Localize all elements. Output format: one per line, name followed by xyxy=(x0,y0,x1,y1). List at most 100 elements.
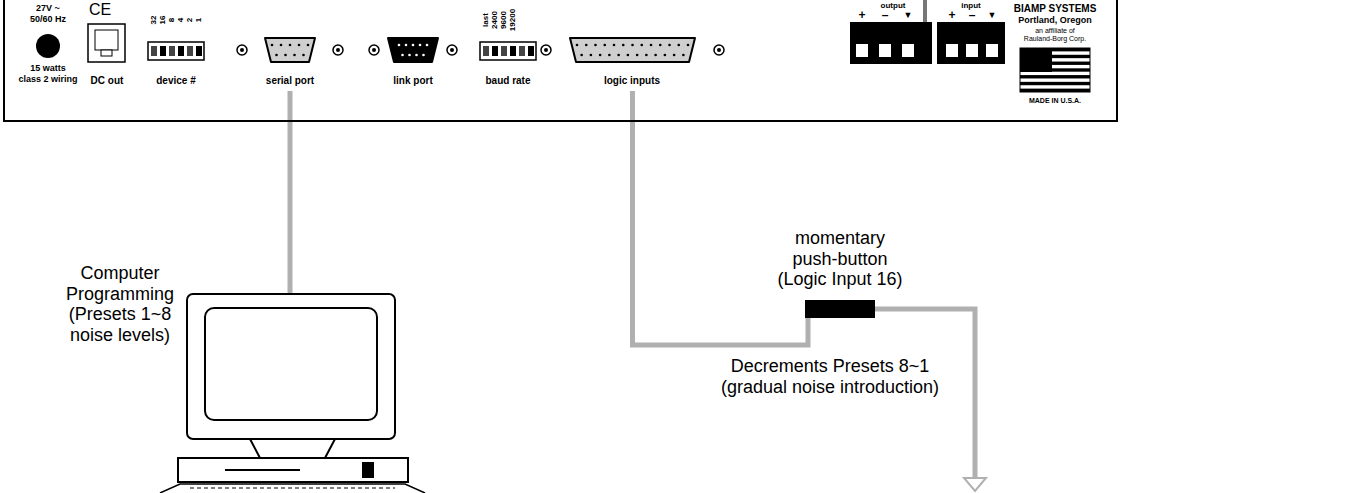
serial-port-shape xyxy=(250,35,330,91)
dsub-shell xyxy=(388,38,438,62)
panel-label: ▼ xyxy=(988,10,997,20)
panel-label: 27V ~ xyxy=(36,3,60,13)
dip-lever xyxy=(483,46,489,56)
panel-label: 9600 xyxy=(499,11,508,29)
dip-lever xyxy=(196,46,202,56)
pin xyxy=(576,44,579,47)
link-port xyxy=(388,38,438,62)
pin xyxy=(650,44,653,47)
dip-lever xyxy=(510,46,516,56)
output-terminal xyxy=(850,22,932,64)
flag-stripe xyxy=(1020,89,1090,92)
pin xyxy=(275,54,278,57)
pin xyxy=(401,54,404,57)
pin xyxy=(603,44,606,47)
panel-label: + xyxy=(858,9,865,23)
push-button: momentary push-button (Logic Input 16) xyxy=(760,220,920,318)
node-text: an affiliate of xyxy=(1035,27,1075,35)
pin xyxy=(426,44,429,47)
pin xyxy=(594,44,597,47)
dip-lever xyxy=(519,46,525,56)
pin xyxy=(408,54,411,57)
rear-panel: BIAMP SYSTEMSPortland, Oregonan affiliat… xyxy=(3,0,1118,122)
cable xyxy=(288,91,293,293)
system-unit xyxy=(178,458,408,482)
panel-label: CE xyxy=(89,1,111,19)
power-socket xyxy=(36,34,60,58)
dip-lever xyxy=(178,46,184,56)
pin xyxy=(422,54,425,57)
pin xyxy=(636,54,639,57)
screw xyxy=(369,45,379,55)
pin xyxy=(640,44,643,47)
pin xyxy=(293,54,296,57)
node-text: MADE IN U.S.A. xyxy=(1029,97,1081,105)
pin xyxy=(682,54,685,57)
dip-lever xyxy=(501,46,507,56)
screen xyxy=(205,308,377,420)
dsub-shell xyxy=(570,38,695,62)
pin xyxy=(419,44,422,47)
flag-stripe xyxy=(1020,82,1090,85)
node-text: logic inputs xyxy=(604,75,660,87)
pin xyxy=(298,44,301,47)
flag-canton xyxy=(1020,48,1052,72)
panel-label: 16 xyxy=(158,16,167,25)
panel-label: device # xyxy=(156,75,195,87)
screw xyxy=(714,45,724,55)
pin xyxy=(677,44,680,47)
pin xyxy=(608,54,611,57)
panel-label: output xyxy=(881,1,906,10)
dip-body xyxy=(480,42,536,60)
terminal-screw xyxy=(902,44,914,57)
screw xyxy=(333,45,343,55)
panel-label: link port xyxy=(393,75,432,87)
rj-jack xyxy=(88,24,125,62)
cable xyxy=(633,91,809,345)
pin xyxy=(617,54,620,57)
screw xyxy=(237,45,247,55)
screw xyxy=(372,48,376,52)
dip-lever xyxy=(169,46,175,56)
node-text: serial port xyxy=(266,75,314,87)
drive-slot xyxy=(225,469,300,471)
panel-label: 8 xyxy=(167,18,176,22)
pin xyxy=(585,44,588,47)
output-wire xyxy=(923,0,927,22)
panel-label: 15 watts xyxy=(30,63,66,73)
pin xyxy=(687,44,690,47)
pin xyxy=(645,54,648,57)
panel-label: 1 xyxy=(194,18,203,22)
serial-port: serial port xyxy=(250,35,330,91)
pin xyxy=(664,54,667,57)
node-text: momentary push-button (Logic Input 16) xyxy=(770,228,910,290)
computer: Computer Programming (Presets 1~8 noise … xyxy=(150,293,435,493)
pin xyxy=(284,54,287,57)
pin xyxy=(627,54,630,57)
panel-label: – xyxy=(882,9,889,23)
rj-opening xyxy=(95,30,118,50)
computer-shape xyxy=(150,293,435,493)
pin xyxy=(412,44,415,47)
pin xyxy=(307,44,310,47)
keyboard-keys xyxy=(190,488,395,489)
pin xyxy=(673,54,676,57)
pin xyxy=(280,44,283,47)
screw xyxy=(447,45,457,55)
dip-switch xyxy=(480,42,536,60)
flag-field xyxy=(1020,48,1090,92)
panel-label: + xyxy=(948,9,955,23)
dip-body xyxy=(148,42,204,60)
pin xyxy=(599,54,602,57)
panel-label: last xyxy=(481,13,490,27)
panel-label: class 2 wiring xyxy=(18,74,77,84)
monitor-stand xyxy=(250,439,335,458)
screw xyxy=(240,48,244,52)
power-jack xyxy=(36,34,60,58)
screw xyxy=(336,48,340,52)
rj-latch xyxy=(101,50,112,56)
screw xyxy=(544,48,548,52)
terminal-screw xyxy=(946,44,958,57)
